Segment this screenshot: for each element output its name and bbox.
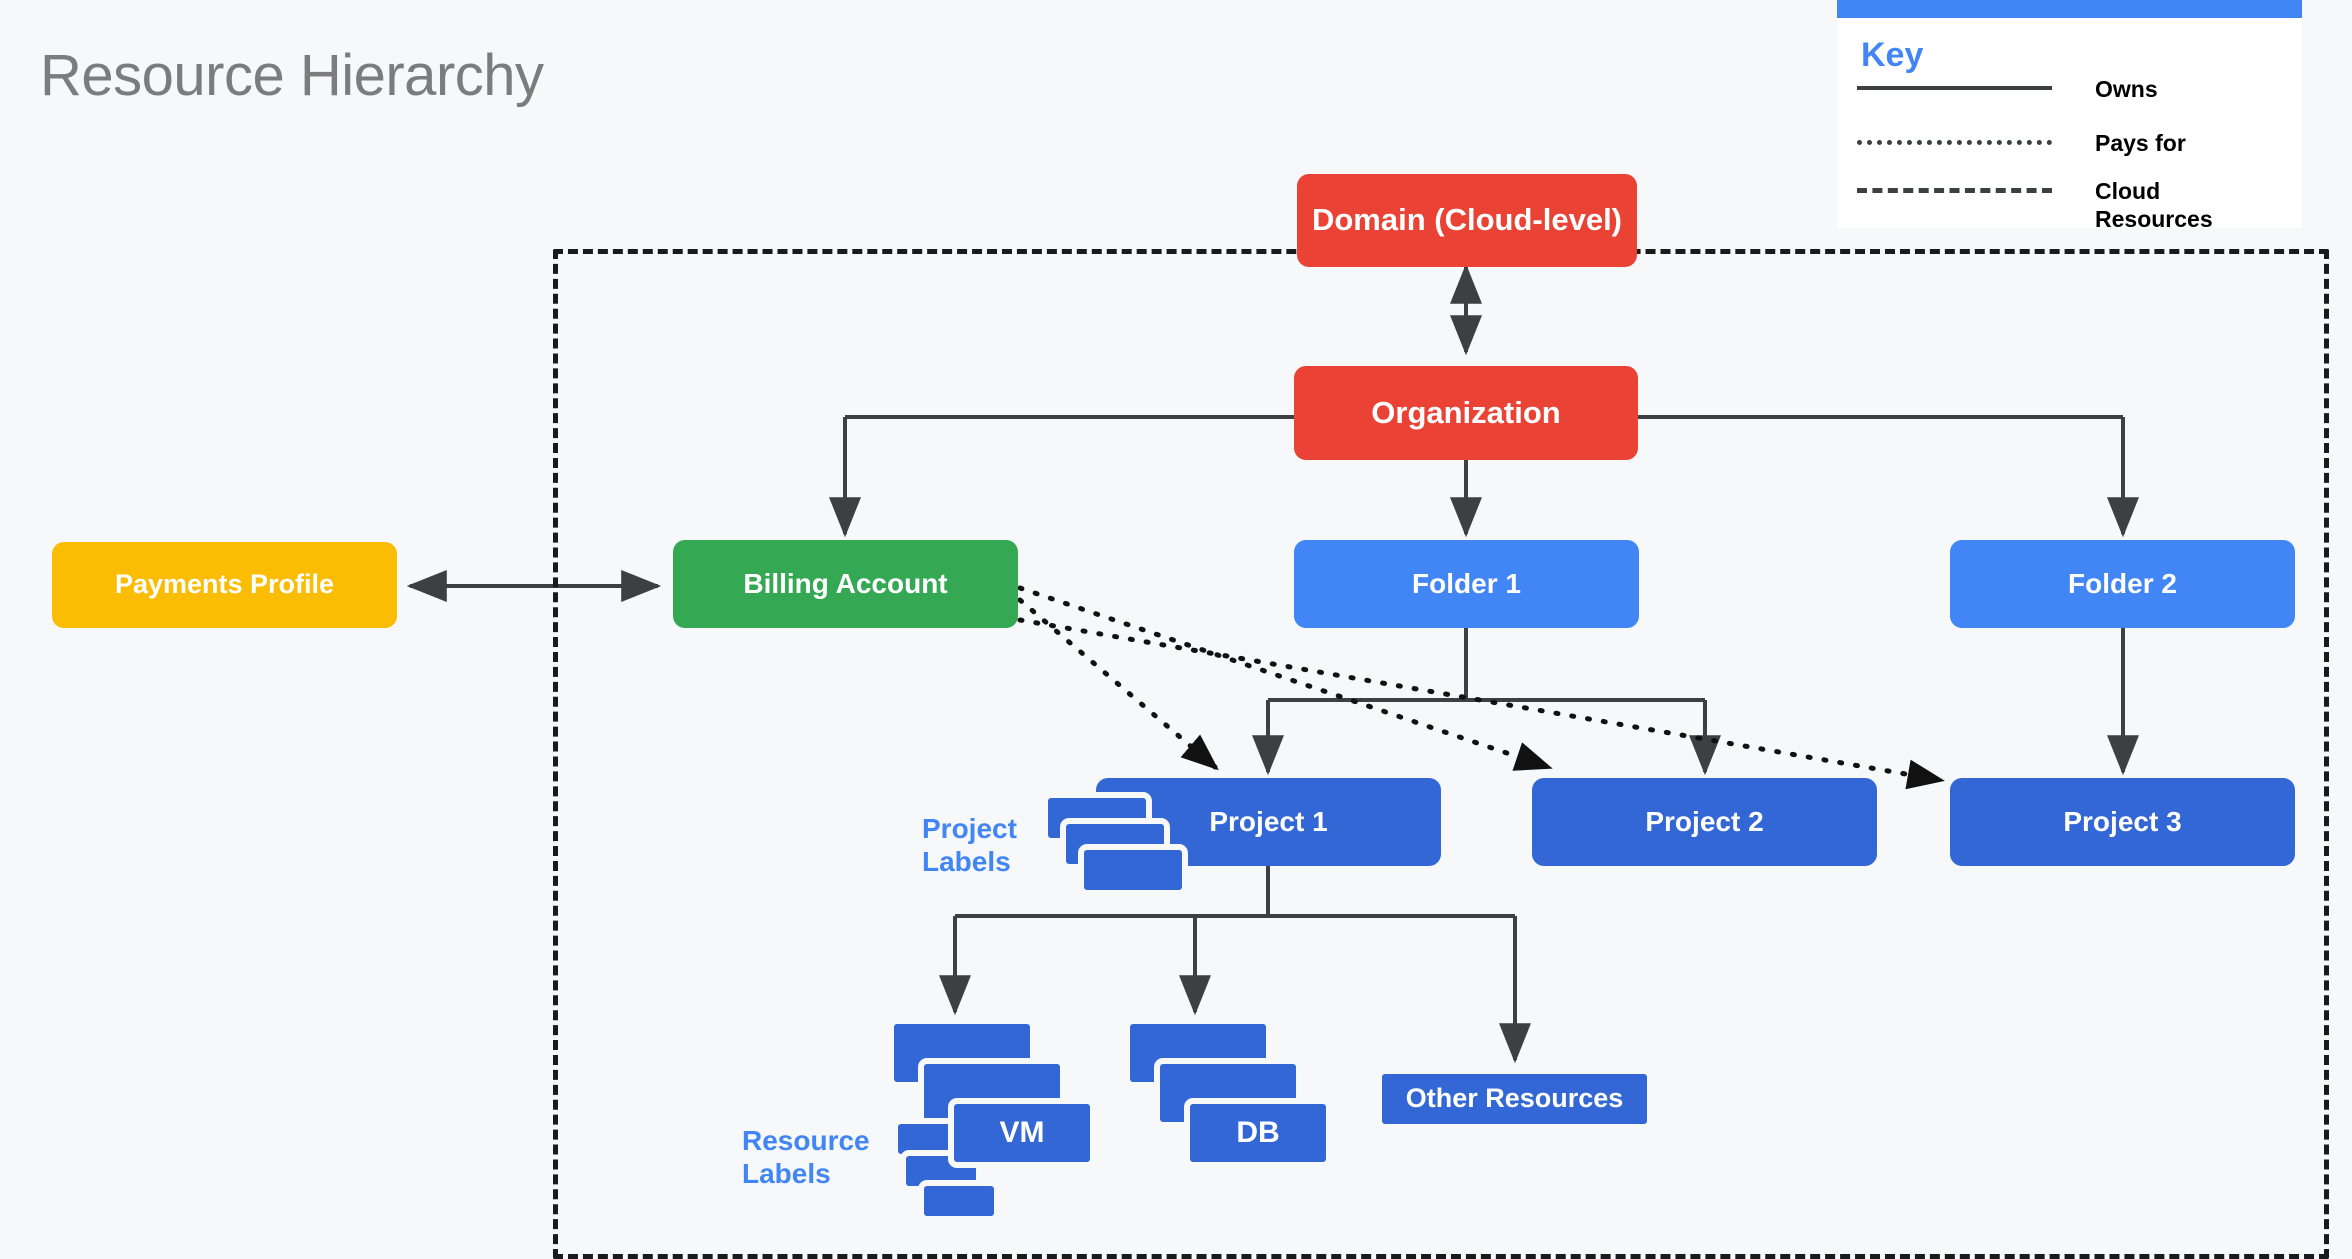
node-folder-1-label: Folder 1 bbox=[1412, 567, 1521, 599]
legend-sample-cloud-resources bbox=[1857, 188, 2052, 193]
node-domain[interactable]: Domain (Cloud-level) bbox=[1297, 174, 1637, 267]
node-other-resources-label: Other Resources bbox=[1405, 1083, 1624, 1114]
project-labels-text: Project Labels bbox=[922, 813, 1017, 878]
node-project-2[interactable]: Project 2 bbox=[1532, 778, 1877, 866]
node-domain-label: Domain (Cloud-level) bbox=[1311, 202, 1622, 238]
legend-label-pays-for: Pays for bbox=[2095, 130, 2186, 156]
resource-labels-text: Resource Labels bbox=[742, 1125, 870, 1190]
project-label-card-3 bbox=[1078, 844, 1188, 896]
node-folder-2-label: Folder 2 bbox=[2068, 567, 2177, 599]
node-organization[interactable]: Organization bbox=[1294, 366, 1638, 460]
db-card-front bbox=[1184, 1098, 1332, 1168]
legend-accent-bar bbox=[1837, 0, 2302, 18]
node-project-3-label: Project 3 bbox=[2063, 805, 2182, 837]
vm-card-front bbox=[948, 1098, 1096, 1168]
node-project-3[interactable]: Project 3 bbox=[1950, 778, 2295, 866]
legend-label-owns: Owns bbox=[2095, 76, 2158, 102]
node-organization-label: Organization bbox=[1371, 394, 1561, 430]
legend-sample-owns bbox=[1857, 86, 2052, 90]
node-billing-account[interactable]: Billing Account bbox=[673, 540, 1018, 628]
page-title: Resource Hierarchy bbox=[40, 43, 544, 108]
legend-sample-pays-for bbox=[1857, 140, 2052, 145]
node-folder-1[interactable]: Folder 1 bbox=[1294, 540, 1639, 628]
node-payments-profile-label: Payments Profile bbox=[114, 569, 335, 600]
legend-title: Key bbox=[1861, 36, 1924, 74]
diagram-canvas: Resource Hierarchy bbox=[40, 0, 2329, 1259]
legend-panel: Key Owns Pays for Cloud Resources bbox=[1837, 0, 2302, 232]
node-project-1-label: Project 1 bbox=[1209, 805, 1328, 837]
node-project-2-label: Project 2 bbox=[1645, 805, 1764, 837]
node-db-label: DB bbox=[1236, 1116, 1280, 1149]
node-billing-account-label: Billing Account bbox=[743, 567, 948, 599]
legend-label-cloud-resources: Cloud Resources bbox=[2095, 178, 2213, 232]
resource-label-card-3 bbox=[918, 1180, 1000, 1222]
node-other-resources[interactable]: Other Resources bbox=[1376, 1068, 1653, 1130]
node-payments-profile[interactable]: Payments Profile bbox=[52, 542, 397, 628]
node-folder-2[interactable]: Folder 2 bbox=[1950, 540, 2295, 628]
node-vm-label: VM bbox=[999, 1116, 1045, 1149]
